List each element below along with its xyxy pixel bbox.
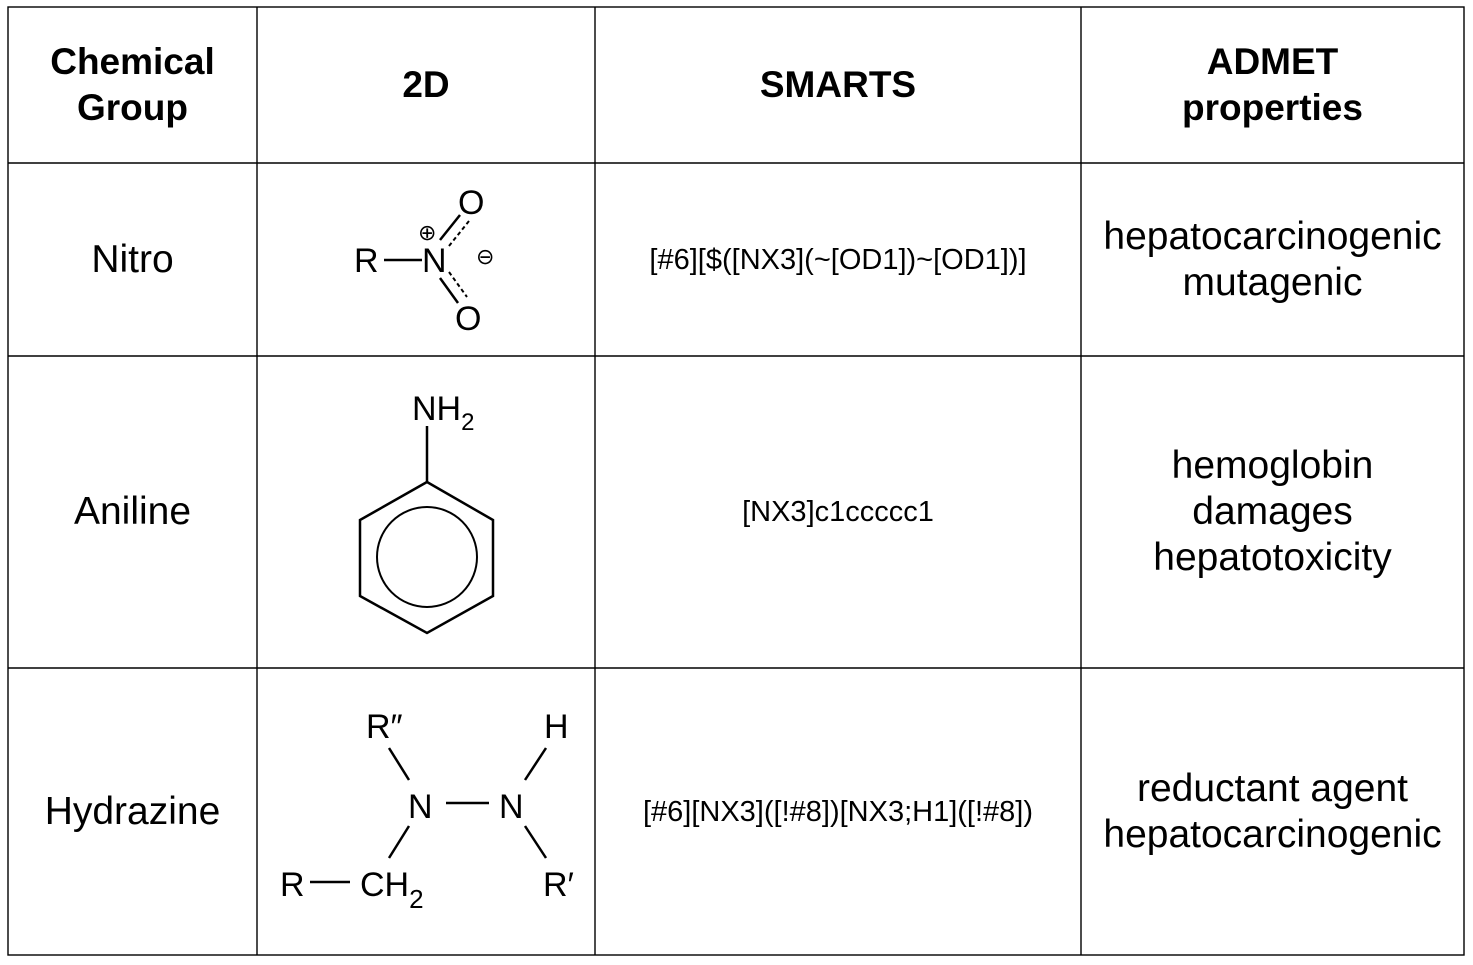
hydrazine-structure: R″ H N N R CH2 R′ [280,708,574,914]
header-smarts: SMARTS [759,64,917,105]
nitro-n-o-bottom-dashed [448,271,468,298]
row-hydrazine-smarts: [#6][NX3]([!#8])[NX3;H1]([!#8]) [642,795,1034,828]
hydrazine-r1-label: R′ [543,866,574,904]
header-admet-line1: ADMET [1206,41,1339,82]
row-nitro-group: Nitro [91,237,174,281]
header-2d: 2D [402,64,450,105]
hydrazine-n2-label: N [499,788,524,826]
hydrazine-ch2-label: CH2 [360,866,424,914]
header-chemical-group-line2: Group [77,87,188,128]
header-chemical-group: Chemical Group [8,7,257,163]
aniline-aromatic-circle [376,506,478,608]
hydrazine-h-label: H [544,708,569,746]
nitro-o-top-label: O [458,184,484,222]
row-aniline-admet-line1: hemoglobin [1171,444,1374,487]
row-hydrazine-admet-line1: reductant agent [1136,766,1409,810]
nitro-plus-charge: ⊕ [418,220,436,245]
nitro-minus-charge: ⊖ [476,244,494,269]
hydrazine-r2-n-bond [387,747,411,781]
row-nitro-admet-line2: mutagenic [1182,260,1363,304]
hydrazine-n1-label: N [408,788,433,826]
nitro-structure: R N ⊕ O O ⊖ [354,184,494,338]
row-aniline-admet-line2: damages [1192,490,1353,533]
row-nitro-admet-line1: hepatocarcinogenic [1103,214,1442,258]
header-admet-properties: ADMET properties [1081,7,1464,163]
header-chemical-group-line1: Chemical [50,41,215,82]
row-nitro-admet: hepatocarcinogenic mutagenic [1081,163,1464,356]
aniline-structure: NH2 [358,390,495,635]
nitro-o-bottom-label: O [455,300,481,338]
row-hydrazine-admet-line2: hepatocarcinogenic [1103,812,1442,856]
aniline-benzene-ring [358,480,495,635]
row-aniline-admet-line3: hepatotoxicity [1153,536,1392,579]
hydrazine-h-n-bond [523,747,548,781]
row-nitro-smarts: [#6][$([NX3](~[OD1])~[OD1])] [649,243,1027,276]
row-aniline-group: Aniline [73,490,192,533]
row-hydrazine-group: Hydrazine [44,789,221,833]
nitro-n-label: N [422,242,447,280]
row-aniline-smarts: [NX3]c1ccccc1 [742,496,934,528]
row-hydrazine-admet: reductant agent hepatocarcinogenic [1081,668,1464,955]
nitro-r-label: R [354,242,379,280]
hydrazine-r2-label: R″ [366,708,403,746]
hydrazine-r-label: R [280,866,305,904]
header-admet-line2: properties [1182,87,1363,128]
nitro-n-o-bottom-bond [438,277,460,304]
hydrazine-n-r1-bond [523,825,548,859]
hydrazine-n-ch2-bond [387,825,411,859]
aniline-nh-label: NH2 [412,390,474,436]
nitro-n-o-top-dashed [448,220,470,247]
nitro-n-o-top-bond [439,214,461,241]
row-aniline-admet: hemoglobin damages hepatotoxicity [1081,356,1464,668]
